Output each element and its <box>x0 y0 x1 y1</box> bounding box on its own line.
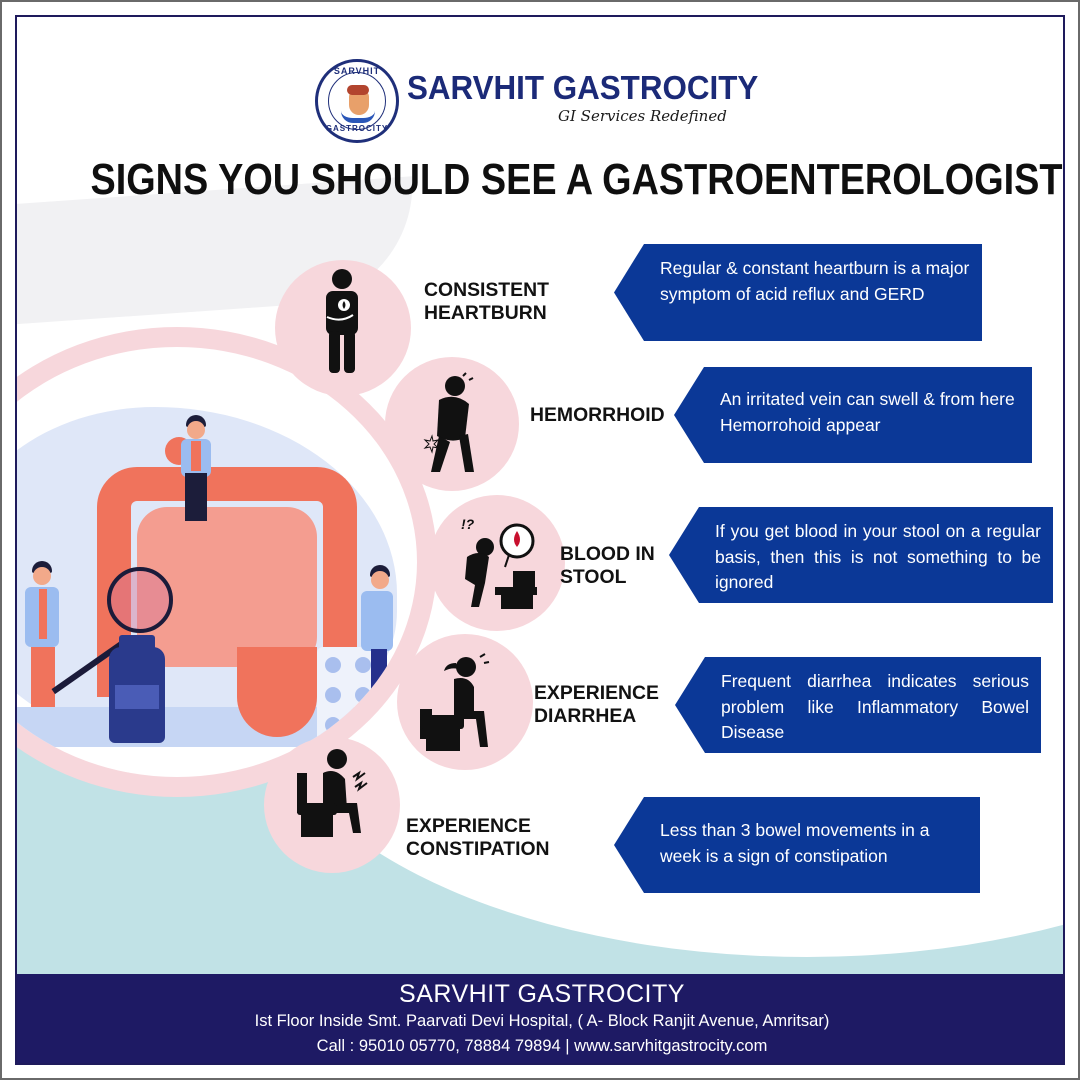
constipation-person-icon <box>297 749 368 837</box>
poster-inner-frame: SARVHIT GASTROCITY SARVHIT GASTROCITY GI… <box>15 15 1065 1065</box>
intestine-illustration <box>17 347 417 777</box>
symptom-label-hemorrhoid: HEMORRHOID <box>530 405 665 426</box>
brand-logo: SARVHIT GASTROCITY <box>315 59 399 143</box>
colon-tail-shape <box>237 647 317 737</box>
footer-brand-name: SARVHIT GASTROCITY <box>399 980 685 1008</box>
callout-constipation: Less than 3 bowel movements in a week is… <box>614 797 980 893</box>
logo-bottom-text: GASTROCITY <box>325 124 389 133</box>
page-title: SIGNS YOU SHOULD SEE A GASTROENTEROLOGIS… <box>90 155 1063 204</box>
footer-address: Ist Floor Inside Smt. Paarvati Devi Hosp… <box>254 1012 830 1030</box>
digestive-system-logo-icon <box>328 72 386 130</box>
liver-icon <box>347 85 369 95</box>
brand-tagline: GI Services Redefined <box>558 107 727 125</box>
magnifier-icon <box>107 567 173 633</box>
symptom-label-heartburn: CONSISTENT HEARTBURN <box>424 280 549 324</box>
blood-in-stool-icon: !? <box>461 516 537 609</box>
diarrhea-person-icon <box>420 653 490 751</box>
symptom-label-blood-in-stool: BLOOD IN STOOL <box>560 544 655 588</box>
callout-blood-in-stool: If you get blood in your stool on a regu… <box>669 507 1053 603</box>
hemorrhoid-person-icon <box>423 372 474 472</box>
callout-heartburn: Regular & constant heartburn is a major … <box>614 244 982 341</box>
symptom-label-constipation: EXPERIENCE CONSTIPATION <box>406 816 550 860</box>
footer: SARVHIT GASTROCITY Ist Floor Inside Smt.… <box>17 974 1063 1063</box>
logo-top-text: SARVHIT <box>333 66 381 76</box>
callout-diarrhea: Frequent diarrhea indicates serious prob… <box>675 657 1041 753</box>
medicine-bottle-icon <box>109 647 165 743</box>
footer-contact-info: Call : 95010 05770, 78884 79894 | www.sa… <box>316 1037 768 1055</box>
heartburn-person-icon <box>326 269 358 373</box>
stomach-icon <box>349 89 369 115</box>
brand-name: SARVHIT GASTROCITY <box>407 69 759 106</box>
symptom-label-diarrhea: EXPERIENCE DIARRHEA <box>534 683 659 727</box>
hands-icon <box>341 111 375 123</box>
pill-blister-pack-icon <box>317 647 381 743</box>
header: SARVHIT GASTROCITY SARVHIT GASTROCITY GI… <box>17 55 1063 143</box>
svg-text:!?: !? <box>461 516 475 532</box>
callout-hemorrhoid: An irritated vein can swell & from here … <box>674 367 1032 463</box>
blood-in-stool-icon-circle <box>429 495 565 631</box>
